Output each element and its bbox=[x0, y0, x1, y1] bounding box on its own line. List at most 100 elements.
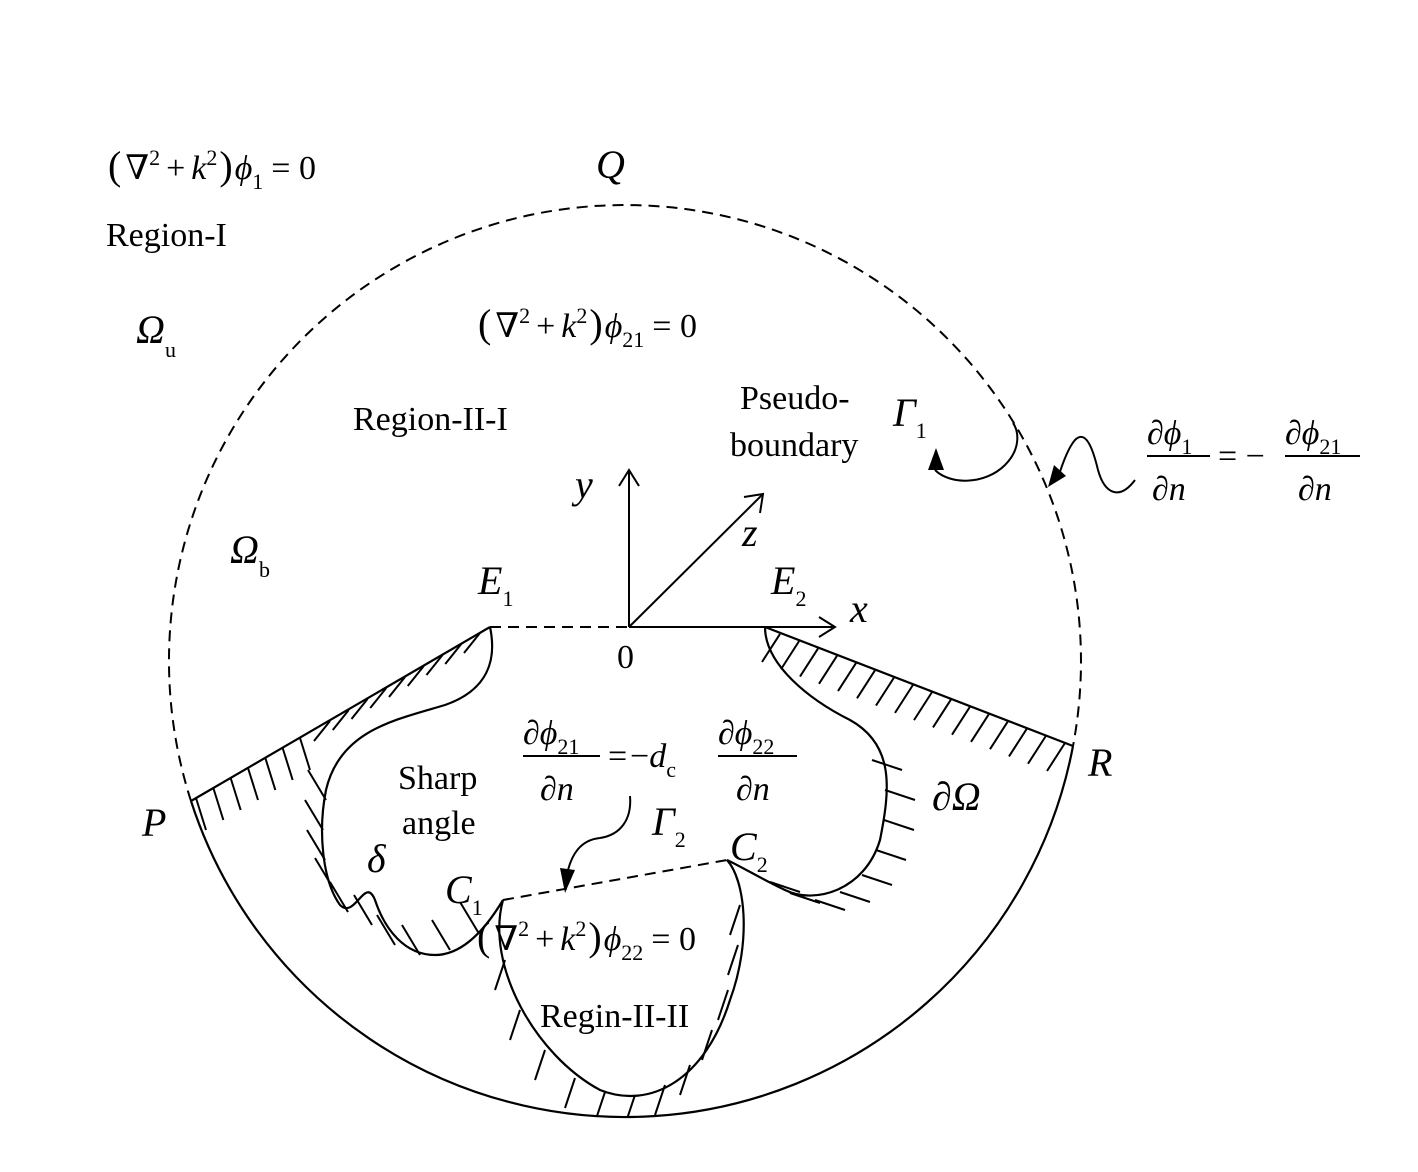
hatch-mark bbox=[1008, 727, 1028, 758]
right-trench-wall bbox=[726, 626, 888, 897]
equation-region-1: (∇2+k2)ϕ1= 0 bbox=[108, 143, 316, 194]
delta-label: δ bbox=[367, 836, 387, 881]
hatch-mark bbox=[624, 1094, 636, 1118]
bc1-pointer bbox=[1048, 435, 1136, 494]
hatch-mark bbox=[388, 676, 406, 698]
hatch-mark bbox=[884, 789, 916, 801]
hatch-mark bbox=[837, 662, 857, 692]
hatch-mark bbox=[195, 797, 207, 831]
left-trench-wall bbox=[320, 626, 504, 957]
hatch-mark bbox=[717, 989, 729, 1021]
hatch-mark bbox=[459, 901, 479, 933]
hatch-mark bbox=[883, 819, 915, 831]
hatch-mark bbox=[594, 1091, 606, 1118]
hatch-mark bbox=[913, 691, 933, 721]
hatch-mark bbox=[839, 891, 871, 903]
point-q: Q bbox=[596, 142, 625, 187]
svg-text:∂ϕ1: ∂ϕ1 bbox=[1147, 415, 1192, 459]
hatch-mark bbox=[564, 1077, 576, 1109]
hatch-mark bbox=[894, 684, 914, 714]
outer-solid-arc bbox=[189, 745, 1075, 1119]
equation-region-2-1: (∇2+k2)ϕ21= 0 bbox=[478, 301, 697, 352]
boundary-condition-2: ∂ϕ21 ∂n = −dc ∂ϕ22 ∂n bbox=[523, 715, 797, 808]
hatch-mark bbox=[331, 709, 350, 731]
label-region-2-2: Regin-II-II bbox=[540, 998, 689, 1035]
hatch-mark bbox=[727, 944, 739, 976]
label-boundary: boundary bbox=[730, 427, 858, 464]
hatch-mark bbox=[444, 643, 463, 665]
axis-z-label: z bbox=[741, 510, 758, 555]
hatch-mark bbox=[1046, 742, 1066, 772]
hatch-mark bbox=[875, 849, 907, 861]
label-region-1: Region-I bbox=[106, 217, 227, 254]
gamma2-interface bbox=[502, 859, 728, 901]
hatch-mark bbox=[534, 1049, 546, 1081]
omega-b: Ωb bbox=[230, 527, 270, 582]
point-p: P bbox=[141, 800, 166, 845]
svg-text:= −dc: = −dc bbox=[608, 738, 676, 782]
hatch-mark bbox=[299, 737, 311, 771]
label-sharp: Sharp bbox=[398, 760, 477, 797]
svg-text:∂n: ∂n bbox=[1298, 471, 1332, 508]
hatch-mark bbox=[369, 687, 388, 709]
hatch-mark bbox=[818, 655, 838, 685]
hatch-mark bbox=[247, 767, 259, 801]
hatch-mark bbox=[932, 698, 952, 728]
hatch-mark bbox=[313, 720, 331, 742]
svg-text:∂ϕ21: ∂ϕ21 bbox=[523, 715, 579, 759]
hatch-mark bbox=[769, 881, 801, 893]
bc2-pointer bbox=[560, 795, 632, 893]
hatch-mark bbox=[951, 706, 971, 736]
hatch-mark bbox=[780, 640, 800, 670]
hatch-mark bbox=[229, 777, 242, 811]
hatch-mark bbox=[814, 899, 846, 911]
hatch-mark bbox=[509, 1009, 521, 1041]
hatch-mark bbox=[654, 1084, 666, 1116]
hatch-mark bbox=[989, 720, 1009, 750]
hatch-mark bbox=[431, 919, 451, 951]
hatch-mark bbox=[425, 654, 444, 676]
svg-text:∂n: ∂n bbox=[540, 771, 574, 808]
hatch-mark bbox=[856, 669, 876, 699]
omega-u: Ωu bbox=[136, 307, 176, 362]
svg-text:∂ϕ21: ∂ϕ21 bbox=[1285, 415, 1341, 459]
axis-y-label: y bbox=[571, 462, 593, 507]
gamma1-pointer bbox=[928, 422, 1019, 482]
gamma-1: Γ1 bbox=[892, 390, 927, 443]
hatch-mark bbox=[799, 647, 819, 678]
hatch-mark bbox=[789, 892, 821, 904]
hatch-mark bbox=[406, 665, 425, 687]
hatch-mark bbox=[353, 894, 373, 926]
svg-text:= −: = − bbox=[1218, 438, 1265, 475]
hatch-mark bbox=[761, 633, 781, 663]
hatch-mark bbox=[401, 924, 421, 956]
axis-x-label: x bbox=[849, 586, 868, 631]
hatch-mark bbox=[463, 632, 481, 654]
hatch-mark bbox=[494, 959, 506, 991]
inner-trench-bowl bbox=[498, 859, 745, 1098]
label-region-2-1: Region-II-I bbox=[353, 401, 508, 438]
point-r: R bbox=[1087, 740, 1112, 785]
left-slope-line bbox=[190, 626, 491, 802]
right-slope-line bbox=[764, 625, 1074, 748]
gamma-2: Γ2 bbox=[651, 799, 686, 852]
coordinate-axes bbox=[618, 468, 837, 638]
hatch-mark bbox=[264, 757, 277, 791]
point-e1: E1 bbox=[477, 558, 513, 611]
boundary-d-omega: ∂Ω bbox=[932, 774, 981, 819]
hatch-mark bbox=[679, 1064, 691, 1096]
seabed-hatching bbox=[195, 632, 1066, 1118]
label-angle: angle bbox=[402, 805, 476, 842]
hatch-mark bbox=[729, 904, 741, 936]
equation-region-2-2: (∇2+k2)ϕ22= 0 bbox=[477, 914, 696, 965]
hatch-mark bbox=[304, 799, 324, 831]
hatch-mark bbox=[212, 787, 225, 821]
hatch-mark bbox=[875, 677, 895, 707]
hatch-mark bbox=[970, 713, 990, 743]
hatch-mark bbox=[861, 874, 893, 886]
hatch-mark bbox=[281, 747, 294, 781]
hatch-mark bbox=[871, 759, 903, 771]
origin-label: 0 bbox=[617, 639, 634, 676]
point-c2: C2 bbox=[730, 824, 768, 877]
